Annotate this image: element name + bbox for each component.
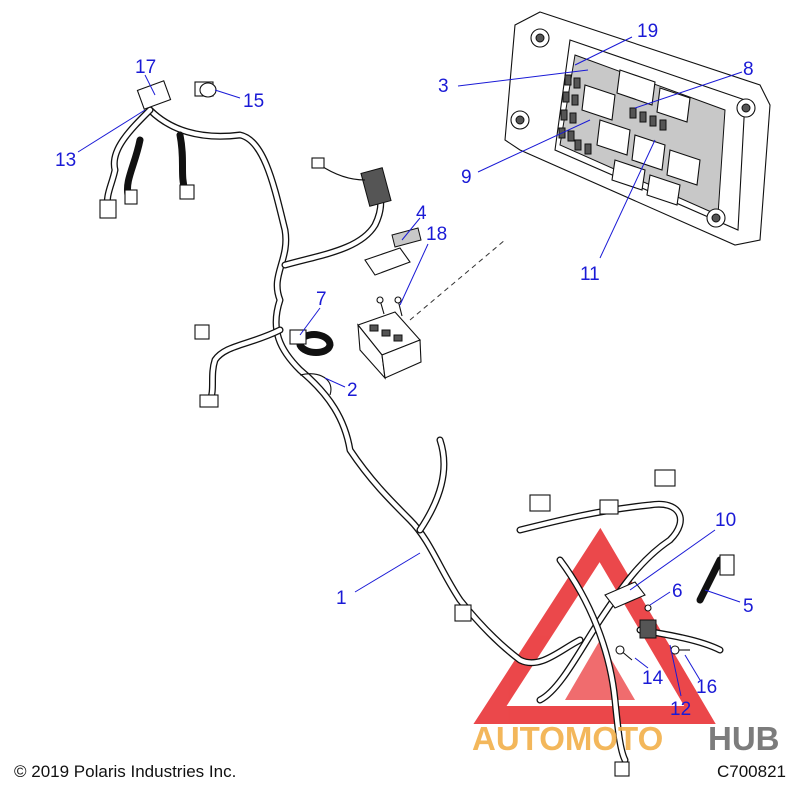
callout-3: 3 xyxy=(438,76,449,97)
wire-harness xyxy=(103,106,724,764)
harness-components xyxy=(99,80,735,777)
callout-14: 14 xyxy=(642,668,664,689)
callout-4: 4 xyxy=(416,203,427,224)
callout-1: 1 xyxy=(336,588,347,609)
callout-numbers: 1 2 3 4 5 6 7 8 9 10 11 12 13 14 15 16 1… xyxy=(55,21,754,720)
leader-lines xyxy=(77,36,743,697)
callout-10: 10 xyxy=(715,510,736,531)
callout-2: 2 xyxy=(347,380,358,401)
callout-18: 18 xyxy=(426,224,447,245)
watermark-wordmark: AUTOMOTO HUB xyxy=(472,720,780,757)
callout-9: 9 xyxy=(461,167,472,188)
watermark-text-automoto: AUTOMOTO xyxy=(472,720,663,757)
callout-8: 8 xyxy=(743,59,754,80)
callout-12: 12 xyxy=(670,699,691,720)
copyright-text: © 2019 Polaris Industries Inc. xyxy=(14,762,237,781)
watermark-text-hub: HUB xyxy=(708,720,780,757)
callout-17: 17 xyxy=(135,57,156,78)
callout-16: 16 xyxy=(696,677,717,698)
callout-13: 13 xyxy=(55,150,76,171)
callout-7: 7 xyxy=(316,289,327,310)
fuse-box-detail xyxy=(504,11,771,246)
callout-15: 15 xyxy=(243,91,264,112)
callout-5: 5 xyxy=(743,596,754,617)
callout-11: 11 xyxy=(580,264,600,285)
callout-6: 6 xyxy=(672,581,683,602)
callout-19: 19 xyxy=(637,21,658,42)
diagram-code: C700821 xyxy=(716,762,786,781)
